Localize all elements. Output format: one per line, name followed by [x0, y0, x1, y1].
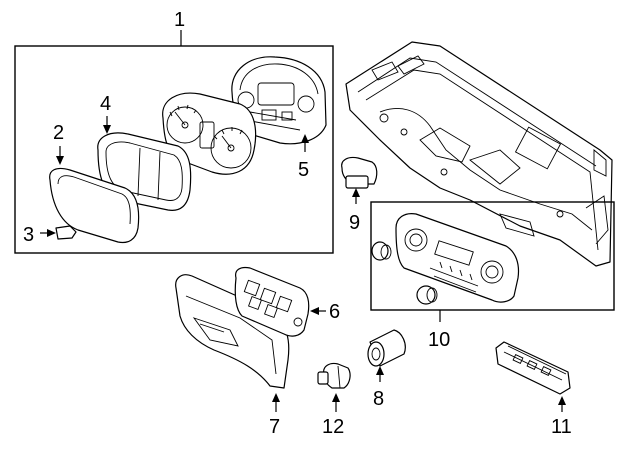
cluster-group-box	[14, 45, 334, 254]
callout-1: 1	[174, 9, 185, 31]
climate-group-box	[370, 201, 615, 311]
callout-12: 12	[322, 416, 344, 438]
callout-7: 7	[269, 416, 280, 438]
callout-8: 8	[373, 388, 384, 410]
callout-11-arrow	[558, 396, 566, 405]
switch-panel	[234, 266, 310, 337]
callout-3: 3	[23, 224, 34, 246]
callout-6-arrow	[310, 307, 319, 315]
callout-2-arrow	[56, 156, 64, 165]
climate-knob-right	[416, 285, 438, 305]
callout-7-arrow	[272, 393, 280, 402]
switch-strip	[495, 341, 571, 395]
callout-6: 6	[329, 301, 340, 323]
lower-trim-panel	[175, 274, 290, 389]
callout-4: 4	[100, 93, 111, 115]
climate-control-unit	[395, 213, 520, 303]
callout-2: 2	[53, 122, 64, 144]
callout-4-arrow	[103, 125, 111, 134]
climate-knob-left	[371, 241, 392, 261]
callout-11: 11	[551, 416, 572, 438]
cluster-housing-back	[231, 56, 327, 145]
callout-3-arrow	[47, 229, 56, 237]
sensor	[341, 156, 378, 189]
dashboard-panel	[345, 41, 613, 267]
small-clip	[55, 225, 77, 240]
callout-5: 5	[298, 159, 309, 181]
callout-8-arrow	[376, 366, 384, 375]
callout-12-arrow	[332, 393, 340, 402]
bulb-socket	[317, 362, 351, 389]
cluster-lens	[49, 167, 140, 244]
callout-9: 9	[349, 212, 360, 234]
callout-9-arrow	[352, 188, 360, 197]
callout-5-arrow	[301, 134, 309, 143]
callout-10: 10	[428, 329, 450, 351]
round-switch	[367, 329, 406, 367]
